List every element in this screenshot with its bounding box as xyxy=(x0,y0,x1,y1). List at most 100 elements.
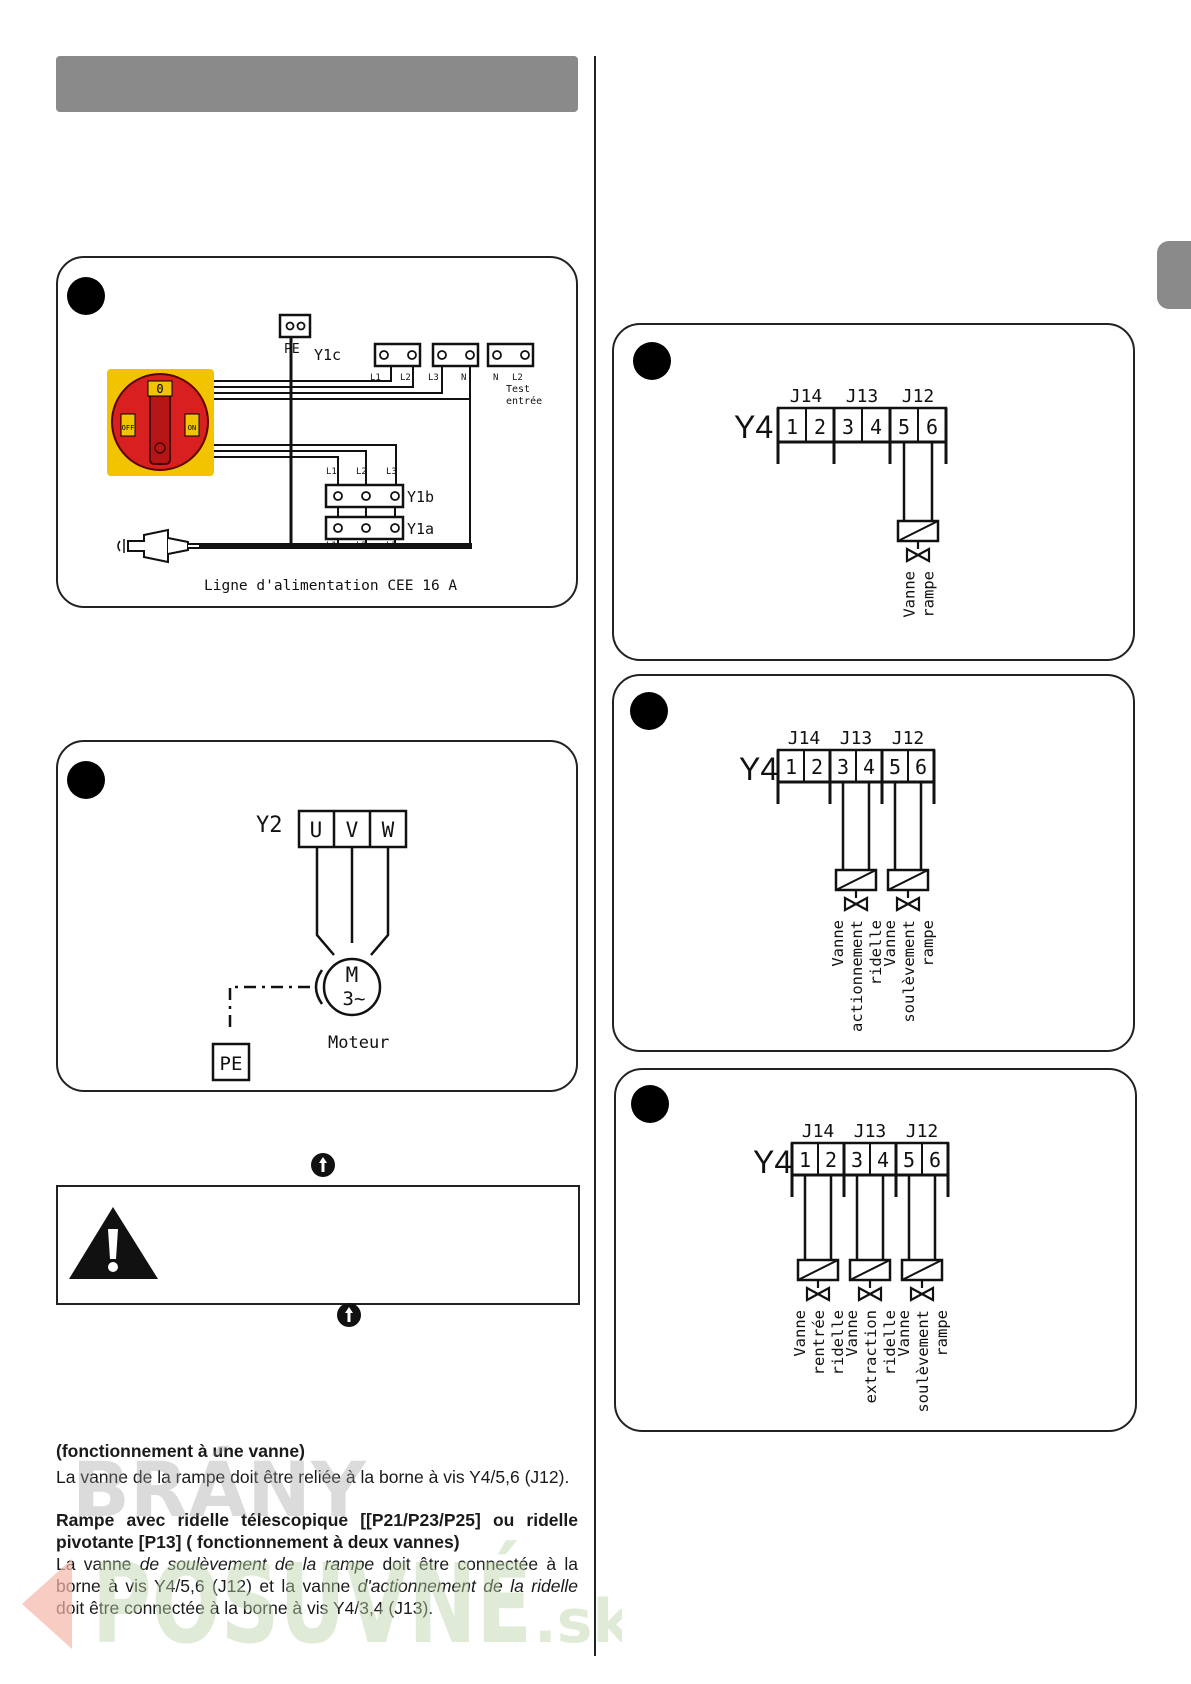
motor-wiring-panel: Y2 U V W M 3~ PE Moteur xyxy=(56,740,578,1092)
y1b-l3: L3 xyxy=(386,467,397,477)
y2-label: Y2 xyxy=(256,813,283,838)
valve-label: rampe xyxy=(933,1310,951,1357)
group-j14: J14 xyxy=(790,386,823,407)
group-j13: J13 xyxy=(854,1121,887,1142)
terminal-1: 1 xyxy=(785,755,797,779)
motor-pe-label: PE xyxy=(220,1053,243,1075)
terminal-5: 5 xyxy=(889,755,901,779)
switch-off-label: OFF xyxy=(122,424,135,432)
test-label: Test xyxy=(506,384,530,395)
valve-label: Vanne xyxy=(881,920,899,967)
info-icon xyxy=(337,1303,361,1327)
motor-symbol xyxy=(322,957,382,1017)
group-j13: J13 xyxy=(840,728,873,749)
body-part: doit être connectée à la borne à vis Y4/… xyxy=(56,1554,579,1596)
terminal-6: 6 xyxy=(926,415,938,439)
group-j14: J14 xyxy=(788,728,821,749)
valve-wire xyxy=(855,1175,885,1260)
terminal-v: V xyxy=(346,818,359,842)
valve-body-icon xyxy=(895,890,921,912)
y1c-l3: L3 xyxy=(428,373,439,383)
supply-line-label: Ligne d'alimentation CEE 16 A xyxy=(204,578,457,594)
y4-label: Y4 xyxy=(739,751,778,787)
valve-body-icon xyxy=(843,890,869,912)
y1c-label: Y1c xyxy=(314,346,341,364)
terminal-6: 6 xyxy=(915,755,927,779)
figure-marker xyxy=(67,277,105,315)
terminal-4: 4 xyxy=(870,415,882,439)
valve-coil-slash xyxy=(849,1259,891,1281)
warning-triangle-icon xyxy=(69,1207,158,1279)
terminal-1: 1 xyxy=(799,1148,811,1172)
valve-label: rentrée xyxy=(810,1310,828,1375)
valve-label: Vanne xyxy=(901,571,919,618)
valve-wire xyxy=(803,1175,833,1260)
terminal-6: 6 xyxy=(929,1148,941,1172)
y1c-l2: L2 xyxy=(400,373,411,383)
section-two-valves-body: La vanne de soulèvement de la rampe doit… xyxy=(56,1553,578,1619)
y4-label: Y4 xyxy=(753,1144,792,1180)
body-part: La vanne xyxy=(56,1554,140,1574)
motor-m: M xyxy=(346,963,359,987)
terminal-2: 2 xyxy=(811,755,823,779)
y1a-label: Y1a xyxy=(407,520,434,538)
valve-wire xyxy=(893,782,923,870)
terminal-5: 5 xyxy=(898,415,910,439)
header-bar xyxy=(56,56,578,112)
figure-marker xyxy=(631,1085,669,1123)
figure-marker xyxy=(630,692,668,730)
switch-zero-label: 0 xyxy=(156,382,163,396)
valve-label: extraction xyxy=(862,1310,880,1403)
valve-label: ridelle xyxy=(867,920,885,985)
valve-wire xyxy=(907,1175,937,1260)
terminal-2: 2 xyxy=(814,415,826,439)
valve-label: soulèvement xyxy=(914,1310,932,1413)
valve-label: Vanne xyxy=(791,1310,809,1357)
valve-label: ridelle xyxy=(829,1310,847,1375)
cee-plug-icon xyxy=(127,528,169,564)
valve-label: Vanne xyxy=(895,1310,913,1357)
terminal-4: 4 xyxy=(877,1148,889,1172)
y4-label: Y4 xyxy=(734,409,773,445)
terminal-frame xyxy=(776,750,936,804)
valve-coil-slash xyxy=(835,869,877,891)
valve-label: soulèvement xyxy=(900,920,918,1023)
group-j14: J14 xyxy=(802,1121,835,1142)
terminal-3: 3 xyxy=(837,755,849,779)
group-j12: J12 xyxy=(906,1121,939,1142)
y1b-label: Y1b xyxy=(407,488,434,506)
valve-coil-slash xyxy=(887,869,929,891)
terminal-4: 4 xyxy=(863,755,875,779)
motor-label: Moteur xyxy=(328,1033,389,1053)
terminal-5: 5 xyxy=(903,1148,915,1172)
valve-label: Vanne xyxy=(829,920,847,967)
terminal-3: 3 xyxy=(842,415,854,439)
terminal-u: U xyxy=(310,818,323,842)
power-wiring-panel: 0 OFF ON PE Y1c L1 L2 L3 N N L2 xyxy=(56,256,578,608)
valve-body-icon xyxy=(905,541,931,563)
y1b-l1: L1 xyxy=(326,467,337,477)
section-two-valves-title: Rampe avec ridelle télescopique [[P21/P2… xyxy=(56,1510,578,1552)
valve-wire xyxy=(841,782,871,870)
switch-on-label: ON xyxy=(188,424,196,432)
motor-wiring-diagram: Y2 U V W M 3~ PE Moteur xyxy=(67,761,408,1082)
body-italic-lift: de soulèvement de la rampe xyxy=(139,1554,375,1574)
valve-label: rampe xyxy=(919,920,937,967)
valve-label: ridelle xyxy=(881,1310,899,1375)
column-divider xyxy=(594,56,596,1656)
terminal-1: 1 xyxy=(786,415,798,439)
valve-label: actionnement xyxy=(848,920,866,1032)
terminal-w: W xyxy=(382,818,395,842)
valve-coil-slash xyxy=(901,1259,943,1281)
y1b-l2: L2 xyxy=(356,467,367,477)
valve-label: rampe xyxy=(920,571,938,618)
terminal-frame xyxy=(776,408,948,464)
valve-label: Vanne xyxy=(843,1310,861,1357)
group-j13: J13 xyxy=(846,386,879,407)
figure-marker xyxy=(67,761,105,799)
